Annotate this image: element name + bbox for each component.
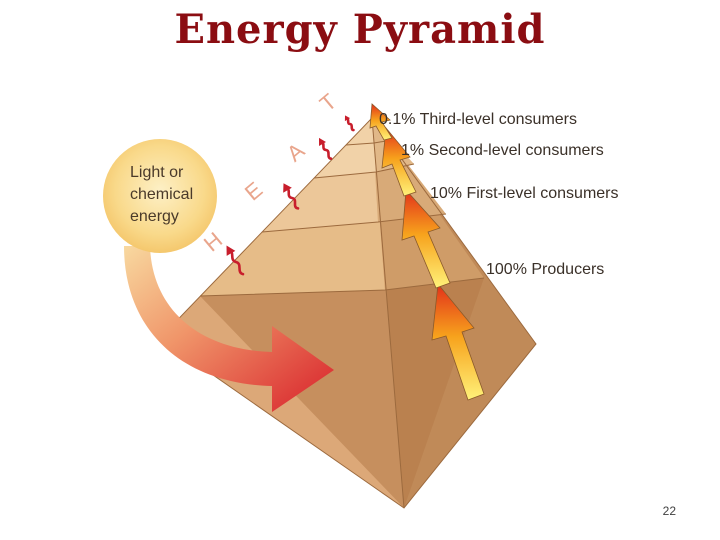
pyramid [159,117,537,509]
pyramid-center-edge [371,117,405,509]
level-label-producers: 100% Producers [486,261,604,278]
heat-letter-t: T [315,89,341,117]
wavy-up-arrow-icon [344,115,355,132]
wavy-up-arrow-icon [226,245,245,276]
wavy-up-arrow-icon [319,137,333,160]
level-label-third: 0.1% Third-level consumers [379,111,577,128]
level-line-producers [199,277,485,297]
energy-source-line1: Light or [130,164,184,181]
slide-title: Energy Pyramid [174,6,546,53]
level-label-second: 1% Second-level consumers [401,142,604,159]
upward-arrow-icon [431,283,485,401]
upward-arrow-icon [381,127,417,197]
energy-source-circle [103,139,217,253]
pyramid-base-shadow [200,278,484,508]
energy-source-line3: energy [130,208,179,225]
energy-source-line2: chemical [130,186,193,203]
heat-letter-a: A [282,138,310,167]
wavy-up-arrow-icon [283,183,300,210]
upward-arrow-icon [369,103,393,141]
upward-arrow-icon [401,189,451,289]
energy-input-arrow [124,246,334,412]
level-label-first: 10% First-level consumers [430,185,619,202]
tier-second-left [314,118,376,178]
heat-letter-e: E [240,177,267,206]
page-number: 22 [662,504,676,518]
